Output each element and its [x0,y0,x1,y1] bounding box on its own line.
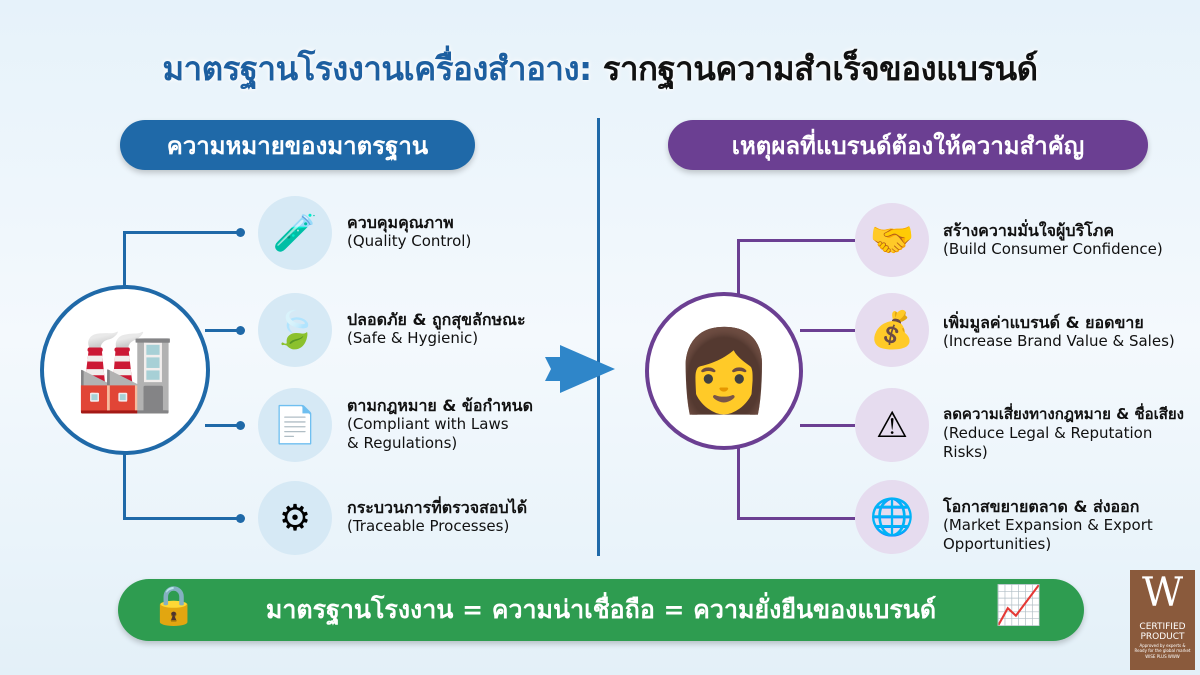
woman-with-product-icon: 👩 [645,292,803,450]
right-section-heading: เหตุผลที่แบรนด์ต้องให้ความสำคัญ [668,120,1148,170]
connector-dot [236,514,245,523]
growth-chart-icon: 📈 [995,583,1043,627]
list-item: สร้างความมั่นใจผู้บริโภค(Build Consumer … [943,221,1163,258]
certified-product-logo: W CERTIFIED PRODUCT Approved by experts … [1130,570,1195,670]
page-title: มาตรฐานโรงงานเครื่องสำอาง: รากฐานความสำเ… [162,49,1038,88]
connector [123,231,240,234]
leaf-droplet-icon: 🍃 [258,293,332,367]
list-item: ลดความเสี่ยงทางกฎหมาย & ชื่อเสียง(Reduce… [943,405,1184,461]
connector-dot [236,228,245,237]
divider [597,118,600,556]
document-stamp-icon: 📄 [258,388,332,462]
list-item: ควบคุมคุณภาพ(Quality Control) [347,213,472,250]
connector [800,329,855,332]
lock-icon: 🔒 [150,583,198,627]
left-section-heading: ความหมายของมาตรฐาน [120,120,475,170]
handshake-thumbsup-icon: 🤝 [855,203,929,277]
connector [123,517,240,520]
connector [205,424,240,427]
list-item: ปลอดภัย & ถูกสุขลักษณะ(Safe & Hygienic) [347,310,526,347]
flask-magnifier-icon: 🧪 [258,196,332,270]
connector [737,447,740,518]
connector [737,239,855,242]
connector [737,517,855,520]
list-item: ตามกฎหมาย & ข้อกำหนด(Compliant with Laws… [347,396,533,452]
factory-shield-icon: 🏭 [40,285,210,455]
connector-dot [236,421,245,430]
coins-growth-icon: 💰 [855,293,929,367]
production-line-icon: ⚙ [258,481,332,555]
connector [123,453,126,520]
connector [800,424,855,427]
summary-banner: มาตรฐานโรงงาน = ความน่าเชื่อถือ = ความยั… [118,579,1084,641]
list-item: กระบวนการที่ตรวจสอบได้(Traceable Process… [347,498,528,535]
connector [123,232,126,287]
list-item: โอกาสขยายตลาด & ส่งออก(Market Expansion … [943,497,1153,553]
arrow-icon [560,345,615,393]
connector-dot [236,326,245,335]
broken-chain-warning-icon: ⚠ [855,388,929,462]
connector [737,240,740,295]
list-item: เพิ่มมูลค่าแบรนด์ & ยอดขาย(Increase Bran… [943,313,1175,350]
globe-arrow-icon: 🌐 [855,480,929,554]
connector [205,329,240,332]
